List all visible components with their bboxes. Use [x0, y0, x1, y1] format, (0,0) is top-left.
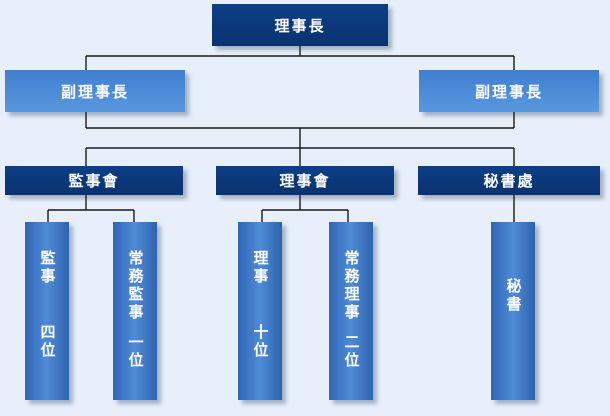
- vice-chairman-right-label: 副理事長: [474, 82, 543, 101]
- standing-directors-column: 常務理事 二位: [329, 222, 373, 400]
- supervisors-column: 監事 四位: [25, 222, 69, 400]
- board-of-directors-box: 理事會: [216, 166, 394, 195]
- secretariat-label: 秘書處: [483, 172, 535, 190]
- secretary-column: 秘書: [491, 222, 535, 400]
- standing-supervisor-title: 常務監事: [126, 250, 145, 322]
- supervisors-count: 四位: [38, 324, 57, 360]
- supervisors-board-label: 監事會: [68, 172, 120, 190]
- directors-count: 十位: [251, 324, 270, 360]
- standing-directors-title: 常務理事: [342, 250, 361, 322]
- vice-chairman-left-box: 副理事長: [5, 70, 185, 112]
- chairman-box: 理事長: [212, 4, 388, 46]
- vice-chairman-right-box: 副理事長: [419, 70, 599, 112]
- directors-column: 理事 十位: [238, 222, 282, 400]
- secretary-title: 秘書: [504, 278, 523, 314]
- supervisors-title: 監事: [38, 250, 57, 286]
- standing-supervisor-count: 一位: [126, 334, 145, 370]
- standing-directors-count: 二位: [342, 334, 361, 370]
- secretariat-box: 秘書處: [418, 166, 600, 195]
- board-of-directors-label: 理事會: [279, 172, 331, 190]
- directors-title: 理事: [251, 250, 270, 286]
- supervisors-board-box: 監事會: [5, 166, 183, 195]
- vice-chairman-left-label: 副理事長: [60, 82, 129, 101]
- standing-supervisor-column: 常務監事 一位: [113, 222, 157, 400]
- chairman-label: 理事長: [274, 16, 326, 35]
